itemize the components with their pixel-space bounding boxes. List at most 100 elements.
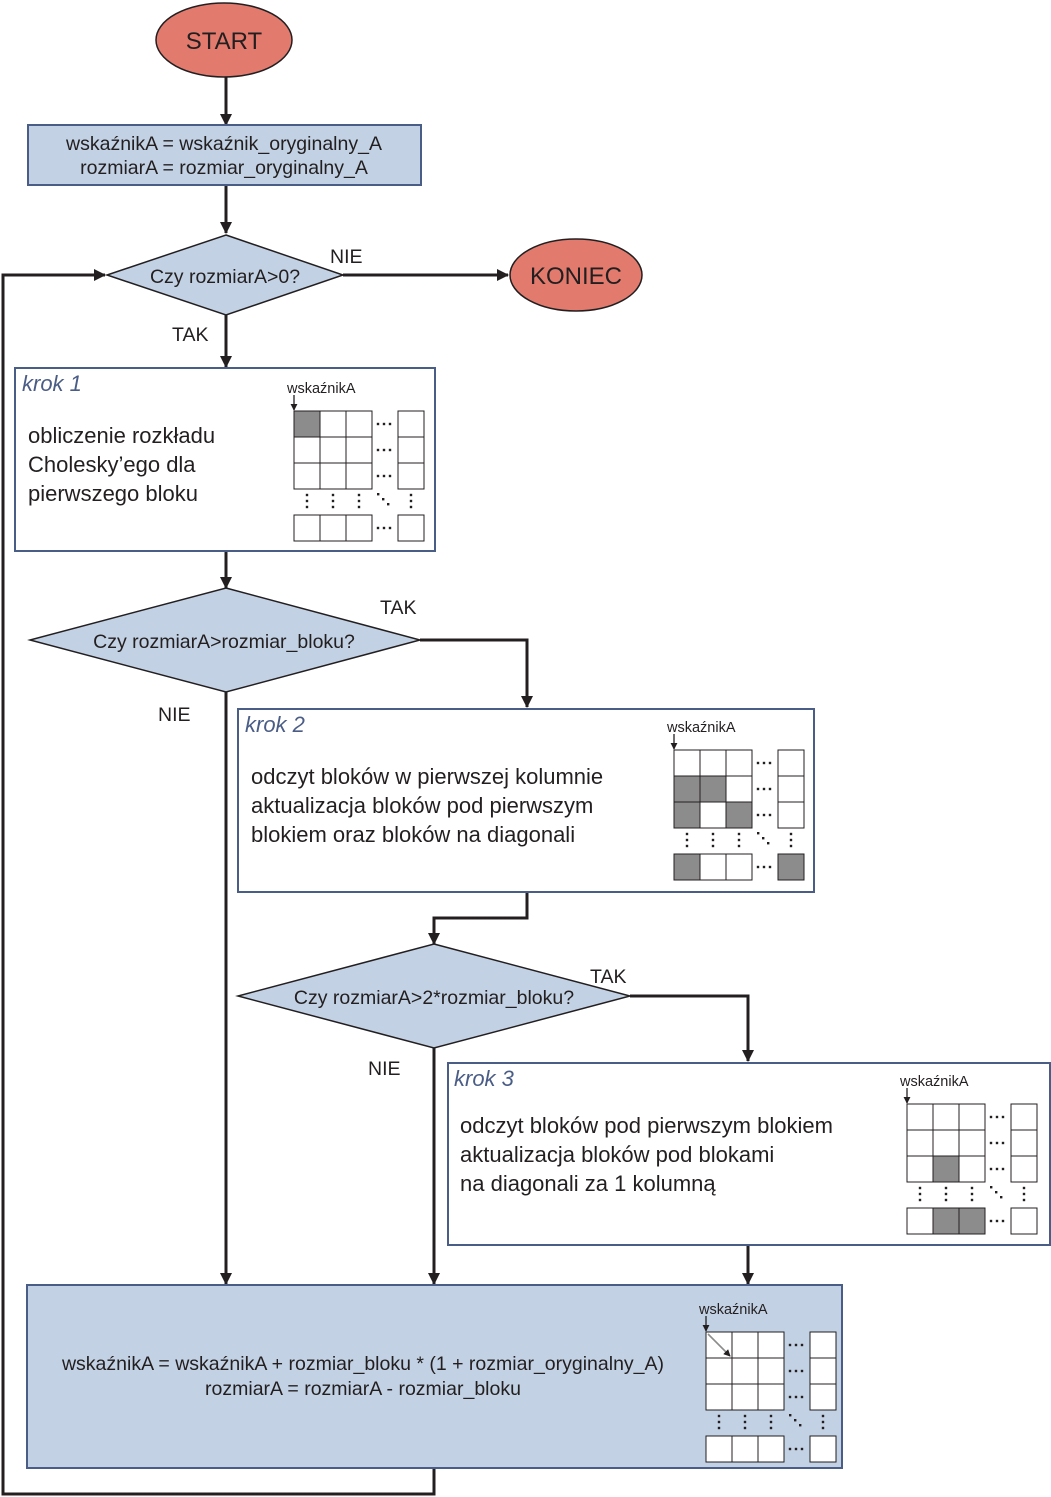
connectors (1, 77, 754, 1496)
decision1-yes-label: TAK (172, 324, 208, 346)
matrix-block (397, 410, 425, 438)
step2-line-3: blokiem oraz bloków na diagonali (251, 822, 575, 847)
step2-line-2: aktualizacja bloków pod pierwszym (251, 793, 593, 818)
row-ellipsis-icon (762, 787, 766, 791)
matrix-block (725, 775, 753, 803)
decision3-label: Czy rozmiarA>2*rozmiar_bloku? (294, 987, 574, 1009)
arrow-step2-to-decision3 (428, 892, 529, 945)
row-ellipsis-icon (989, 1115, 993, 1119)
diagonal-ellipsis-icon (757, 832, 760, 835)
row-ellipsis-icon (388, 448, 392, 452)
arrow-decision2-yes-to-step2 (420, 638, 533, 708)
diagonal-ellipsis-icon (990, 1186, 993, 1189)
column-ellipsis-icon (737, 832, 741, 836)
matrix-block (699, 749, 727, 777)
row-ellipsis-icon (768, 813, 772, 817)
column-ellipsis-icon (944, 1198, 948, 1202)
column-ellipsis-icon (305, 505, 309, 509)
pointer-label: wskaźnikA (286, 381, 356, 397)
row-ellipsis-icon (376, 448, 380, 452)
column-ellipsis-icon (769, 1426, 773, 1430)
column-ellipsis-icon (789, 844, 793, 848)
row-ellipsis-icon (1001, 1115, 1005, 1119)
update-matrix: wskaźnikA (698, 1302, 837, 1463)
row-ellipsis-icon (794, 1343, 798, 1347)
step2-title: krok 2 (245, 712, 305, 737)
row-ellipsis-icon (382, 448, 386, 452)
column-ellipsis-icon (685, 844, 689, 848)
diagonal-ellipsis-icon (789, 1414, 792, 1417)
column-ellipsis-icon (970, 1198, 974, 1202)
column-ellipsis-icon (357, 493, 361, 497)
column-ellipsis-icon (821, 1414, 825, 1418)
matrix-block (319, 514, 347, 542)
row-ellipsis-icon (800, 1395, 804, 1399)
matrix-block (757, 1331, 785, 1359)
row-ellipsis-icon (788, 1343, 792, 1347)
column-ellipsis-icon (305, 499, 309, 503)
row-ellipsis-icon (995, 1141, 999, 1145)
row-ellipsis-icon (989, 1219, 993, 1223)
column-ellipsis-icon (944, 1192, 948, 1196)
matrix-block (345, 436, 373, 464)
column-ellipsis-icon (717, 1420, 721, 1424)
matrix-block (293, 514, 321, 542)
matrix-block (906, 1207, 934, 1235)
matrix-block (757, 1435, 785, 1463)
column-ellipsis-icon (970, 1192, 974, 1196)
column-ellipsis-icon (821, 1420, 825, 1424)
matrix-block (345, 462, 373, 490)
matrix-block (293, 436, 321, 464)
column-ellipsis-icon (743, 1426, 747, 1430)
diagonal-ellipsis-icon (799, 1424, 802, 1427)
step1-matrix: wskaźnikA (286, 381, 425, 542)
pointer-label: wskaźnikA (666, 720, 736, 736)
matrix-block (757, 1357, 785, 1385)
matrix-block (932, 1103, 960, 1131)
matrix-block (345, 410, 373, 438)
matrix-block (319, 410, 347, 438)
arrow-loop-back-to-decision1 (1, 269, 436, 1496)
matrix-block (906, 1155, 934, 1183)
step1-title: krok 1 (22, 371, 82, 396)
column-ellipsis-icon (789, 838, 793, 842)
row-ellipsis-icon (794, 1369, 798, 1373)
column-ellipsis-icon (918, 1186, 922, 1190)
column-ellipsis-icon (769, 1414, 773, 1418)
matrix-block (906, 1103, 934, 1131)
matrix-block (777, 749, 805, 777)
matrix-block (932, 1129, 960, 1157)
column-ellipsis-icon (743, 1420, 747, 1424)
column-ellipsis-icon (743, 1414, 747, 1418)
column-ellipsis-icon (357, 499, 361, 503)
row-ellipsis-icon (800, 1343, 804, 1347)
row-ellipsis-icon (989, 1167, 993, 1171)
init-process: wskaźnikA = wskaźnik_oryginalny_A rozmia… (27, 124, 422, 186)
decision-size-positive: Czy rozmiarA>0? (104, 234, 346, 316)
column-ellipsis-icon (970, 1186, 974, 1190)
step1-line-3: pierwszego bloku (28, 481, 198, 506)
row-ellipsis-icon (1001, 1167, 1005, 1171)
update-process: wskaźnikA = wskaźnikA + rozmiar_bloku * … (26, 1284, 843, 1469)
decision2-label: Czy rozmiarA>rozmiar_bloku? (93, 631, 355, 653)
column-ellipsis-icon (737, 844, 741, 848)
matrix-block (699, 801, 727, 829)
decision3-yes-label: TAK (590, 966, 626, 988)
matrix-block (705, 1357, 733, 1385)
row-ellipsis-icon (762, 761, 766, 765)
row-ellipsis-icon (995, 1115, 999, 1119)
end-ellipse (509, 238, 643, 312)
row-ellipsis-icon (788, 1395, 792, 1399)
column-ellipsis-icon (769, 1420, 773, 1424)
column-ellipsis-icon (918, 1192, 922, 1196)
decision2-yes-label: TAK (380, 597, 416, 619)
row-ellipsis-icon (756, 761, 760, 765)
diagonal-ellipsis-icon (767, 842, 770, 845)
row-ellipsis-icon (800, 1447, 804, 1451)
matrix-block (397, 514, 425, 542)
matrix-block (777, 853, 805, 881)
row-ellipsis-icon (388, 526, 392, 530)
row-ellipsis-icon (788, 1369, 792, 1373)
diagonal-ellipsis-icon (1000, 1196, 1003, 1199)
matrix-block (319, 436, 347, 464)
